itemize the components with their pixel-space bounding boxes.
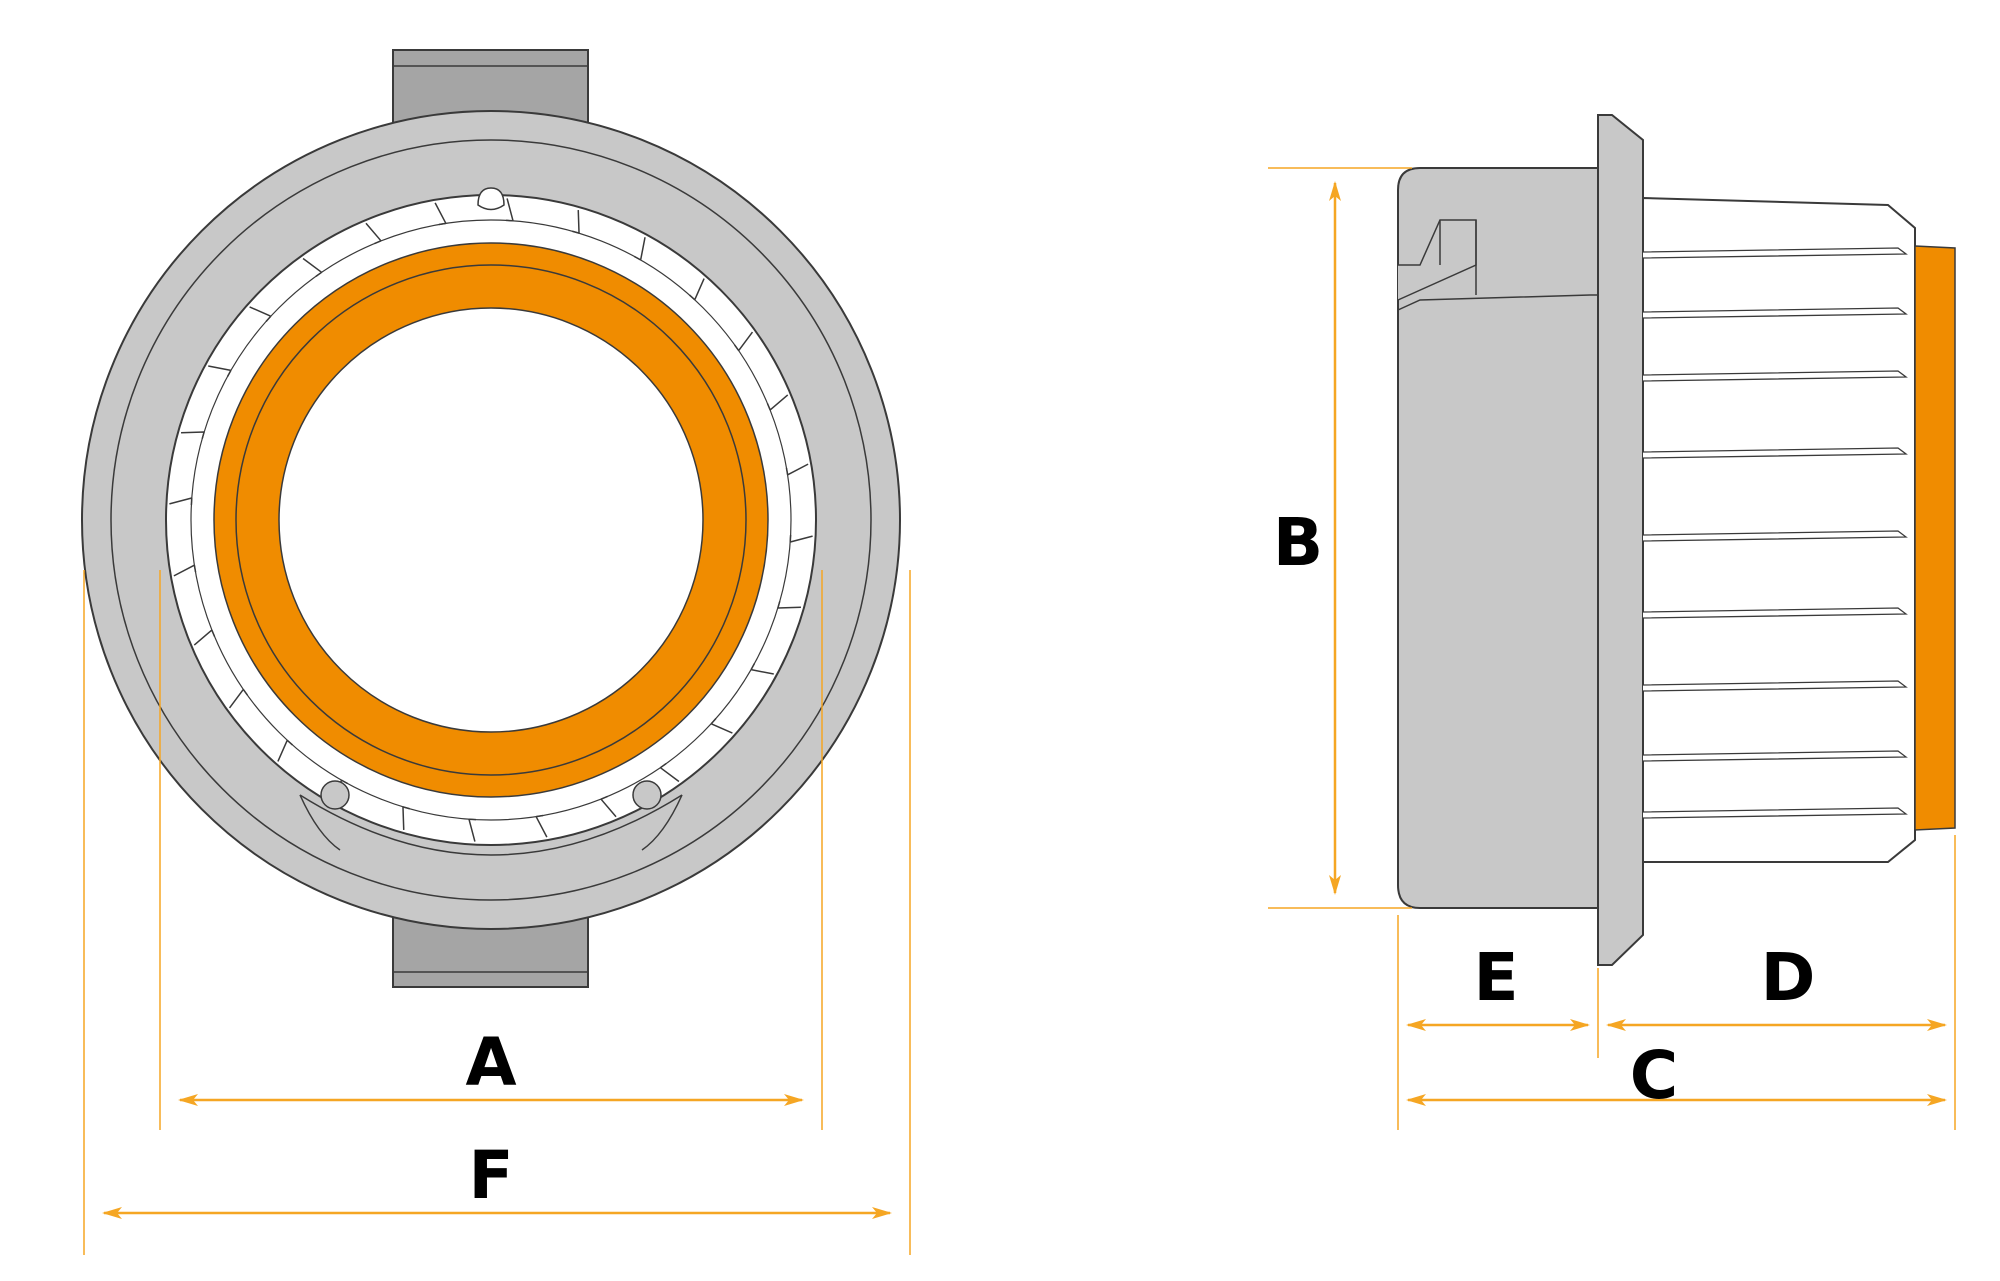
seal-ring-groove: [235, 264, 747, 776]
cylinder-rib: [1642, 530, 1908, 542]
ratchet-tooth: [468, 818, 477, 842]
side-clip: [1397, 219, 1477, 301]
ribbed-cylinder: [1642, 196, 1916, 863]
ratchet-teeth: [169, 198, 813, 842]
ratchet-tooth: [277, 739, 293, 762]
housing-inner-rim: [110, 139, 872, 901]
latch-bump-right: [632, 780, 662, 810]
ratchet-tooth: [302, 257, 323, 278]
cylinder-ribs: [1642, 247, 1908, 819]
ratchet-tooth: [785, 463, 809, 476]
cylinder-rib: [1642, 680, 1908, 692]
side-orange-seal: [1914, 245, 1956, 831]
ratchet-tooth: [535, 814, 548, 838]
side-flange: [1597, 114, 1644, 966]
ratchet-tooth: [733, 331, 754, 352]
lower-lip-right-notch: [641, 794, 683, 851]
ratchet-tooth: [572, 210, 580, 234]
latch-bump-left: [320, 780, 350, 810]
ratchet-tooth: [249, 306, 272, 322]
cylinder-rib: [1642, 370, 1908, 382]
cylinder-rib: [1642, 307, 1908, 319]
lower-lip-left-notch: [299, 794, 341, 851]
dimension-label-a: A: [465, 1024, 516, 1101]
dimension-label-f: F: [468, 1137, 513, 1214]
dimension-label-c: C: [1630, 1037, 1678, 1114]
ratchet-tooth: [710, 718, 733, 734]
ratchet-tooth: [600, 795, 617, 818]
ratchet-tooth: [689, 278, 705, 301]
ratchet-tooth: [181, 431, 205, 439]
ratchet-tooth: [193, 629, 216, 646]
ratchet-tooth: [173, 564, 197, 577]
cylinder-rib: [1642, 607, 1908, 619]
ratchet-tooth: [169, 497, 193, 506]
ratchet-tooth: [228, 688, 249, 709]
cylinder-rib: [1642, 807, 1908, 819]
side-body: [1397, 167, 1626, 909]
ratchet-tooth: [659, 762, 680, 783]
front-view: A F: [81, 49, 911, 1255]
ratchet-tooth: [750, 663, 774, 675]
side-view: B E D C: [1268, 114, 1956, 1130]
keyway-notch: [477, 187, 505, 211]
ratchet-tooth: [789, 534, 813, 543]
ratchet-tooth: [365, 222, 382, 245]
dimension-label-b: B: [1273, 504, 1323, 581]
cylinder-rib: [1642, 750, 1908, 762]
ratchet-tooth: [434, 202, 447, 226]
ratchet-ring-inner: [190, 219, 792, 821]
ratchet-tooth: [402, 806, 410, 830]
cylinder-rib: [1642, 247, 1908, 259]
ratchet-tooth: [766, 394, 789, 411]
ratchet-tooth: [777, 601, 801, 609]
side-clip-slot: [1439, 220, 1477, 295]
cylinder-rib: [1642, 447, 1908, 459]
ratchet-tooth: [208, 365, 232, 377]
dimension-label-e: E: [1473, 939, 1518, 1016]
ratchet-tooth: [505, 198, 514, 222]
housing-lower-lip: [299, 794, 683, 856]
dimension-label-d: D: [1761, 939, 1816, 1016]
ratchet-tooth: [634, 237, 646, 261]
center-opening: [278, 307, 704, 733]
